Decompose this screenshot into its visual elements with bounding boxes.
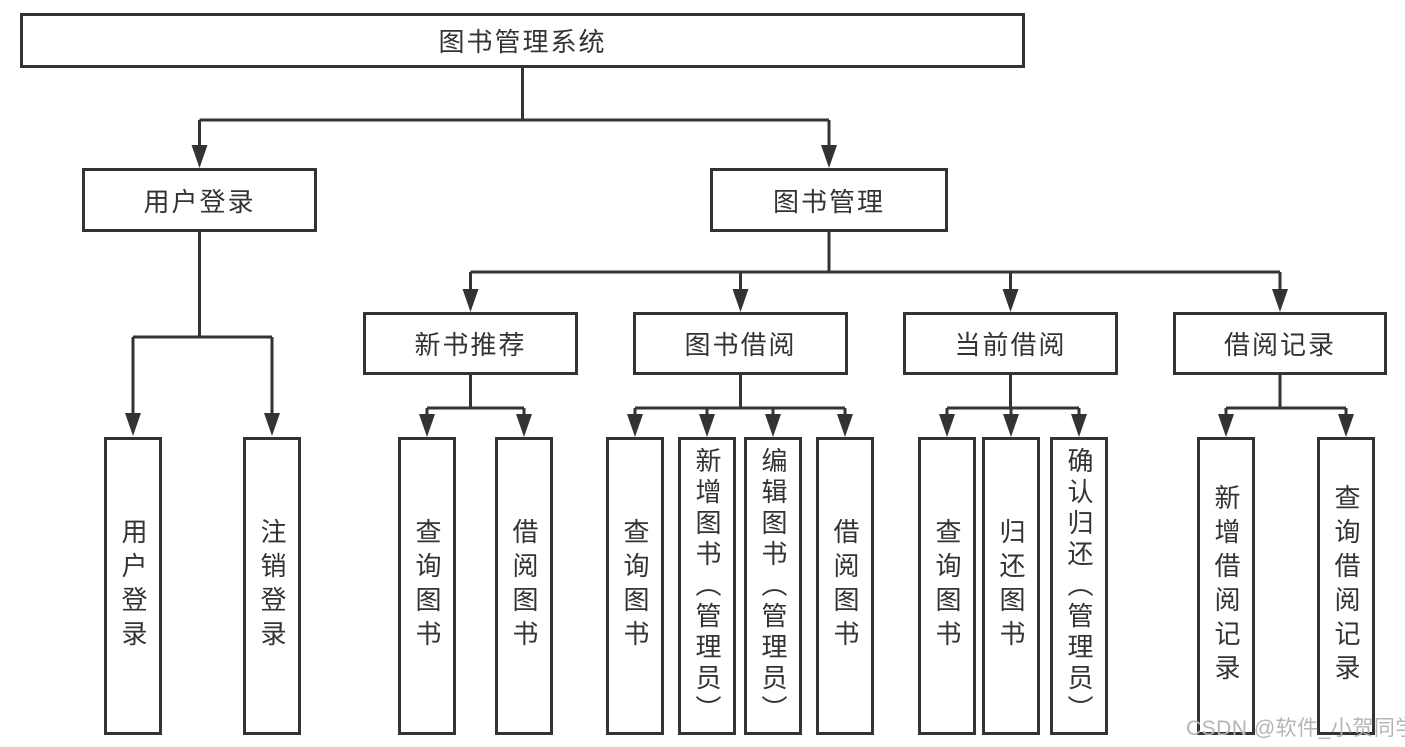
node-user-login: 用户登录 xyxy=(82,168,317,232)
node-root-label: 图书管理系统 xyxy=(438,27,607,57)
connector-records-to-leaves xyxy=(1224,375,1348,416)
arrowhead xyxy=(837,414,853,437)
node-borrow-records: 借阅记录 xyxy=(1173,312,1387,375)
node-book-management-label: 图书管理 xyxy=(772,186,885,217)
leaf-user-login-label: 用户登录 xyxy=(118,518,148,654)
node-new-book-recommend: 新书推荐 xyxy=(363,312,578,375)
arrowhead xyxy=(699,414,715,437)
arrowhead xyxy=(1272,289,1288,312)
connector-borrow-to-leaves xyxy=(633,375,847,416)
arrowhead xyxy=(516,414,532,437)
node-borrow-records-label: 借阅记录 xyxy=(1223,330,1336,360)
arrowhead xyxy=(821,145,837,168)
leaf-query-books-current-label: 查询图书 xyxy=(932,518,962,654)
csdn-watermark: CSDN @软件_小贺同学 xyxy=(1186,717,1405,740)
arrowhead xyxy=(1338,414,1354,437)
arrowhead xyxy=(1071,414,1087,437)
leaf-return-book-label: 归还图书 xyxy=(996,518,1026,654)
leaf-query-books-newbooks: 查询图书 xyxy=(398,437,456,735)
connector-mgmt-to-level3 xyxy=(469,232,1282,291)
leaf-borrow-books-borrow-label: 借阅图书 xyxy=(830,518,860,654)
leaf-logout-login: 注销登录 xyxy=(243,437,301,735)
leaf-edit-book-admin: 编辑图书（管理员） xyxy=(744,437,802,735)
node-current-borrow: 当前借阅 xyxy=(903,312,1118,375)
arrowhead xyxy=(1002,289,1019,312)
node-book-borrow-label: 图书借阅 xyxy=(684,330,797,360)
arrowhead xyxy=(1003,414,1019,437)
leaf-add-borrow-record: 新增借阅记录 xyxy=(1197,437,1255,735)
connector-newbooks-to-leaves xyxy=(425,375,526,416)
leaf-borrow-books-newbooks-label: 借阅图书 xyxy=(509,518,539,654)
leaf-query-borrow-record: 查询借阅记录 xyxy=(1317,437,1375,735)
leaf-query-books-newbooks-label: 查询图书 xyxy=(412,518,442,654)
leaf-query-books-borrow-label: 查询图书 xyxy=(620,518,650,654)
leaf-borrow-books-newbooks: 借阅图书 xyxy=(495,437,553,735)
arrowhead xyxy=(627,414,643,437)
leaf-query-books-current: 查询图书 xyxy=(918,437,976,735)
leaf-add-borrow-record-label: 新增借阅记录 xyxy=(1211,484,1241,688)
arrowhead xyxy=(765,414,781,437)
leaf-query-books-borrow: 查询图书 xyxy=(606,437,664,735)
node-book-borrow: 图书借阅 xyxy=(633,312,848,375)
arrowhead xyxy=(191,145,208,168)
node-new-book-recommend-label: 新书推荐 xyxy=(414,330,527,360)
leaf-logout-login-label: 注销登录 xyxy=(257,518,287,654)
connector-current-to-leaves xyxy=(945,375,1081,416)
leaf-return-book: 归还图书 xyxy=(982,437,1040,735)
node-current-borrow-label: 当前借阅 xyxy=(954,330,1067,360)
node-book-management: 图书管理 xyxy=(710,168,948,232)
connector-root-to-level2 xyxy=(198,68,831,147)
arrowhead xyxy=(462,289,479,312)
arrowhead xyxy=(264,413,280,436)
leaf-confirm-return-admin-label: 确认归还（管理员） xyxy=(1064,446,1094,726)
arrowheads xyxy=(125,145,1354,437)
leaf-user-login: 用户登录 xyxy=(104,437,162,735)
leaf-edit-book-admin-label: 编辑图书（管理员） xyxy=(758,446,788,726)
leaf-add-book-admin: 新增图书（管理员） xyxy=(678,437,736,735)
arrowhead xyxy=(939,414,955,437)
connector-login-to-leaves xyxy=(131,232,274,415)
leaf-confirm-return-admin: 确认归还（管理员） xyxy=(1050,437,1108,735)
node-root: 图书管理系统 xyxy=(20,13,1025,68)
leaf-borrow-books-borrow: 借阅图书 xyxy=(816,437,874,735)
arrowhead xyxy=(732,289,749,312)
arrowhead xyxy=(419,414,435,437)
arrowhead xyxy=(125,413,141,436)
arrowhead xyxy=(1218,414,1234,437)
leaf-add-book-admin-label: 新增图书（管理员） xyxy=(692,446,722,726)
node-user-login-label: 用户登录 xyxy=(143,186,256,217)
leaf-query-borrow-record-label: 查询借阅记录 xyxy=(1331,484,1361,688)
